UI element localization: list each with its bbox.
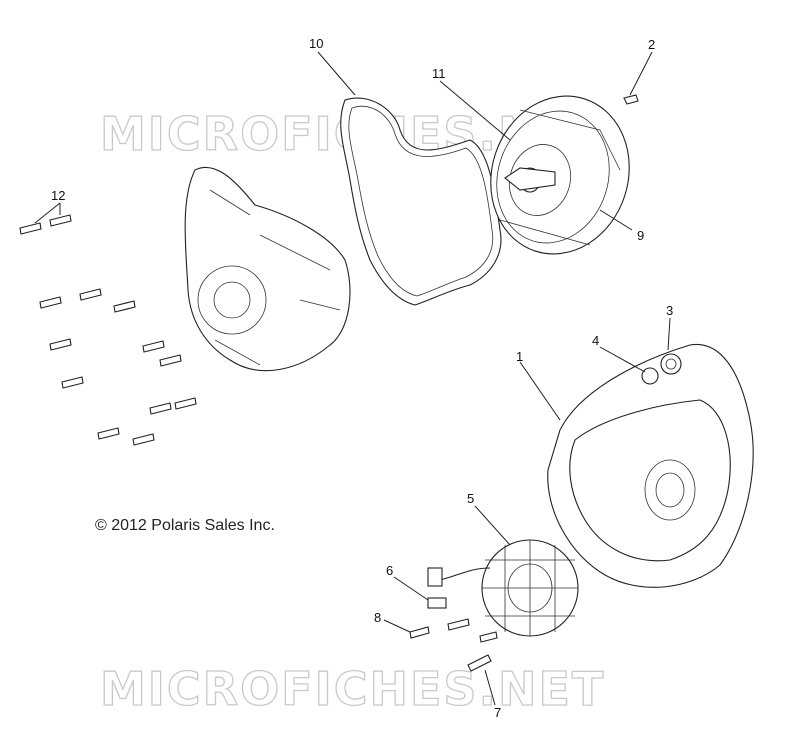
stator-cover-part: [184, 166, 351, 372]
stator-part: [481, 539, 579, 637]
callout-4: 4: [592, 333, 599, 348]
wire-harness-part: [427, 567, 491, 609]
woodruff-key-part: [623, 94, 639, 105]
snap-ring-part: [641, 367, 659, 385]
callout-9: 9: [637, 228, 644, 243]
callout-5: 5: [467, 491, 474, 506]
bolt-stator-part: [447, 618, 470, 631]
callout-1: 1: [516, 349, 523, 364]
bolt-7-part: [467, 654, 492, 672]
bearing-part: [660, 353, 682, 375]
callout-7: 7: [494, 705, 501, 720]
callout-8: 8: [374, 610, 381, 625]
copyright-text: © 2012 Polaris Sales Inc.: [95, 517, 275, 534]
crankcase-cover-part: [547, 343, 754, 588]
gasket-part: [340, 97, 502, 306]
bolt-stator-part-2: [479, 631, 498, 643]
callout-11: 11: [432, 66, 446, 81]
callout-3: 3: [666, 303, 673, 318]
bolt-group-cover: [19, 214, 197, 446]
bolt-8-part: [409, 626, 430, 639]
watermark-bottom: MICROFICHES.NET: [100, 662, 605, 716]
callout-2: 2: [648, 37, 655, 52]
callout-6: 6: [386, 563, 393, 578]
flywheel-part: [490, 95, 630, 255]
callout-12: 12: [51, 188, 65, 203]
leader-lines: [34, 51, 671, 706]
callout-10: 10: [309, 36, 323, 51]
